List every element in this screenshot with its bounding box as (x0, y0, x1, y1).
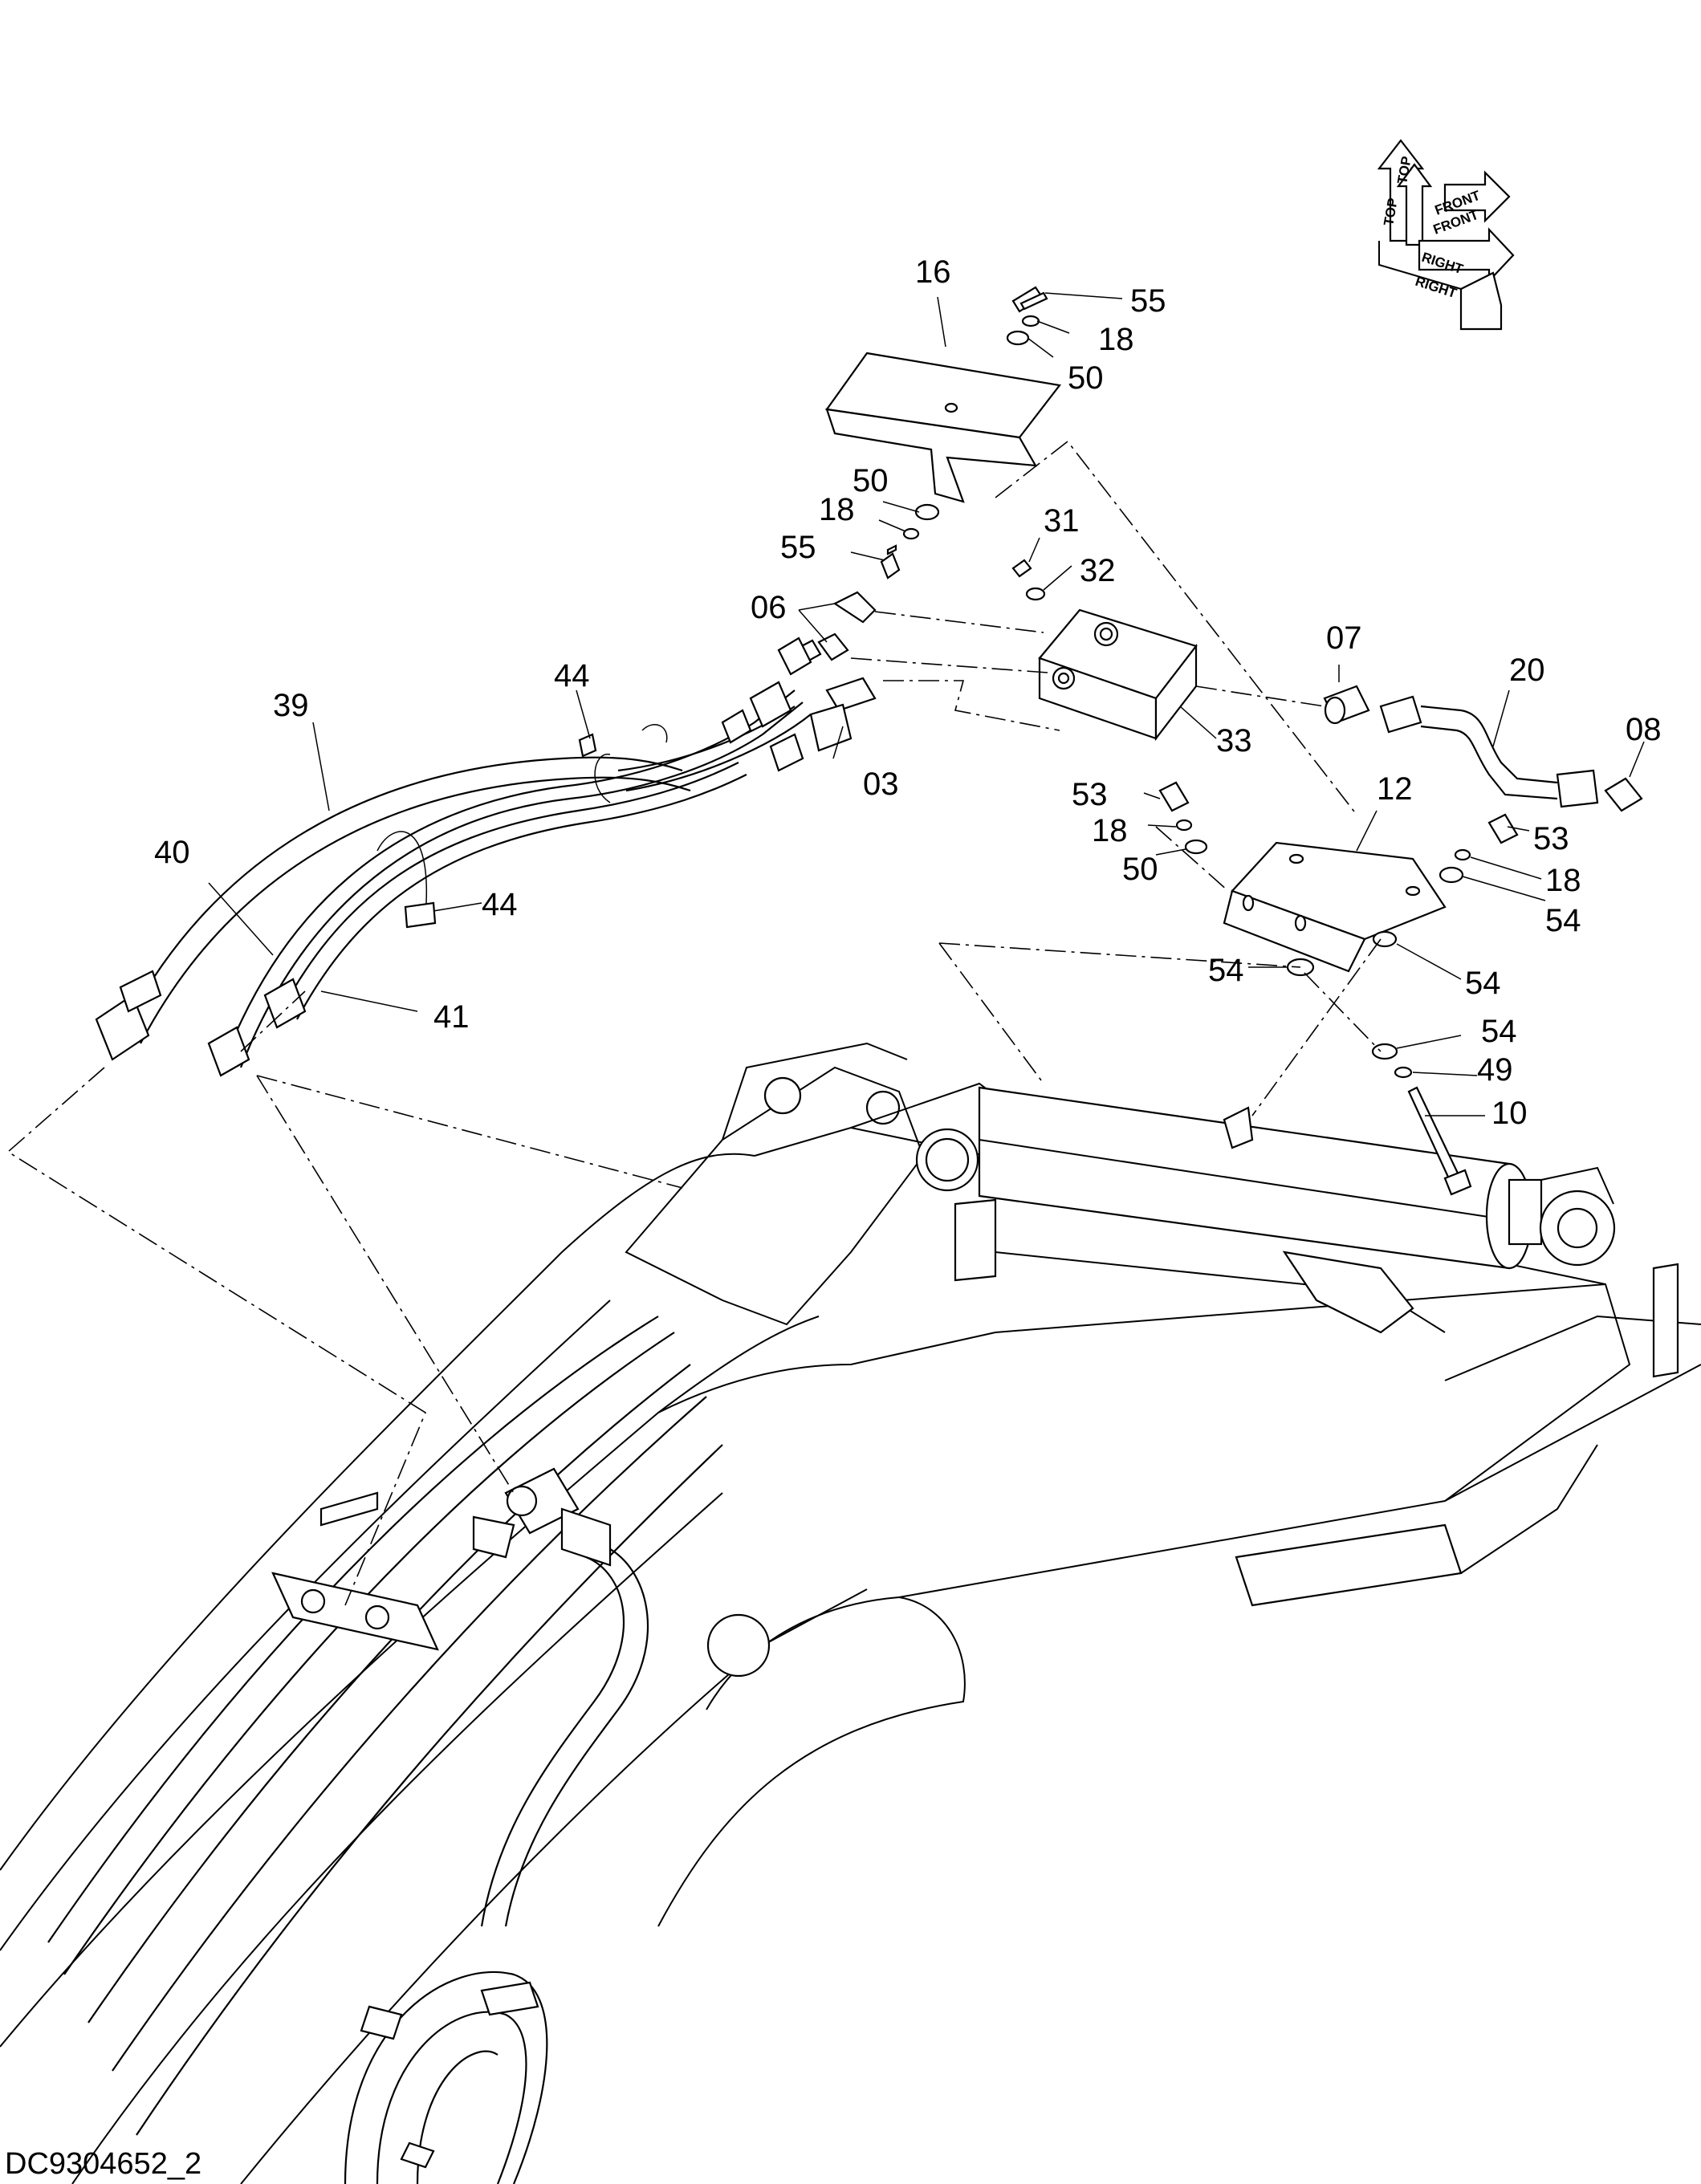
callout-39: 39 (273, 688, 309, 723)
callout-55-upper-left: 55 (780, 530, 816, 565)
callout-49: 49 (1477, 1052, 1513, 1088)
fasteners-upper (880, 286, 1048, 601)
callout-20: 20 (1509, 653, 1545, 688)
boom-structure (0, 1042, 1701, 2184)
callout-labels: 16 55 18 50 50 18 55 31 32 06 44 39 07 2… (154, 254, 1662, 1131)
callout-50-upper-right: 50 (1068, 360, 1104, 396)
callout-53-right: 53 (1533, 821, 1569, 856)
callout-03: 03 (863, 767, 899, 802)
callout-18-upper-right: 18 (1098, 322, 1134, 357)
callout-44-bottom: 44 (482, 887, 518, 922)
callout-53-left: 53 (1072, 777, 1108, 812)
part-12-mount-bracket (1223, 841, 1447, 973)
orientation-axes-icon: TOP TOP FRONT FRONT RIGHT RIGHT (1377, 139, 1515, 331)
callout-54-right-lower: 54 (1481, 1014, 1517, 1049)
callout-07: 07 (1326, 620, 1362, 656)
callout-18-right: 18 (1545, 863, 1581, 898)
part-03-fitting (809, 677, 877, 752)
part-44-cable-ties (376, 724, 668, 929)
callout-16: 16 (915, 254, 951, 290)
part-33-valve-block (1038, 608, 1198, 742)
hoses-39-40-41 (95, 636, 812, 1077)
callout-18-left: 18 (1092, 813, 1128, 848)
part-20-tube (1379, 695, 1599, 808)
callout-10: 10 (1491, 1096, 1528, 1131)
callout-31: 31 (1044, 503, 1080, 539)
callout-08: 08 (1626, 712, 1662, 747)
callout-32: 32 (1080, 553, 1116, 588)
orientation-label-right-2: RIGHT (1414, 274, 1459, 302)
callout-50-lower: 50 (1122, 852, 1158, 887)
callout-41: 41 (433, 999, 470, 1035)
callout-44-top: 44 (554, 658, 590, 693)
part-16-cover-bracket (825, 352, 1061, 503)
callout-40: 40 (154, 835, 190, 870)
assembly-phantom-lines (6, 440, 1382, 1606)
part-07-plug (1323, 685, 1370, 725)
callout-33: 33 (1216, 723, 1252, 759)
callout-55-upper-right: 55 (1130, 283, 1166, 319)
callout-54-right-upper: 54 (1545, 903, 1581, 938)
leader-lines (208, 292, 1645, 1116)
part-08-cap (1604, 777, 1643, 812)
callout-06: 06 (751, 590, 787, 625)
callout-18-upper-left: 18 (819, 492, 855, 527)
fasteners-lower (1158, 781, 1519, 1196)
callout-50-upper-left: 50 (853, 463, 889, 498)
callout-12: 12 (1377, 771, 1413, 807)
callout-54-center: 54 (1208, 953, 1244, 988)
callout-54-right-middle: 54 (1465, 966, 1501, 1001)
drawing-id: DC9304652_2 (5, 2147, 201, 2181)
